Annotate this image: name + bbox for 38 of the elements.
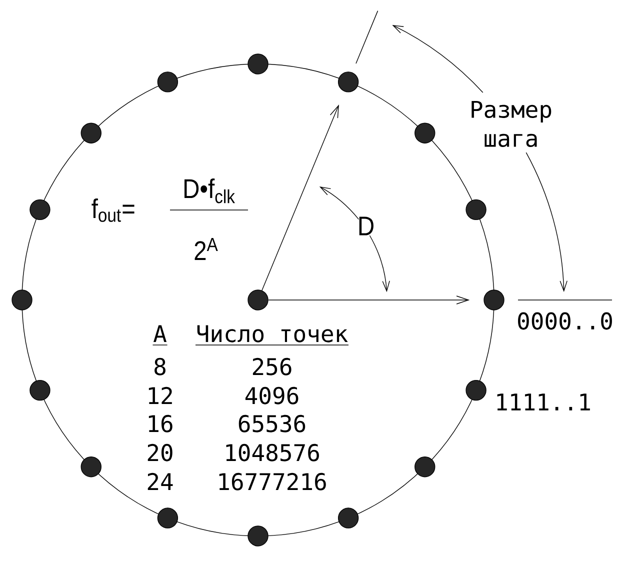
rim-dot: [484, 290, 504, 310]
formula-denominator: 2$^{A}$: [194, 238, 218, 260]
rim-dot: [466, 199, 486, 220]
dimension-label: D: [359, 216, 374, 236]
table-cell: 256: [252, 358, 292, 376]
value-label: 0000..0: [518, 312, 612, 330]
rim-dot: [30, 199, 50, 220]
rim-dot: [80, 456, 102, 478]
table-header: Число точек: [195, 325, 349, 346]
table-cell: 12: [148, 386, 172, 404]
rim-dot: [414, 456, 436, 478]
rim-dot: [12, 290, 32, 310]
table-cell: 65536: [238, 414, 306, 432]
rim-dot: [30, 380, 50, 401]
table-header: A: [152, 325, 168, 346]
formula-numerator: D•f$_{clk}$: [184, 178, 235, 204]
rim-dot: [248, 54, 268, 74]
rim-dot: [414, 122, 436, 144]
arrow: [262, 104, 339, 291]
rim-dot: [338, 72, 359, 92]
rim-dot: [157, 508, 178, 528]
table-cell: 4096: [245, 386, 298, 404]
formula-text: f$_{out}$=: [92, 198, 134, 222]
rim-dot: [80, 122, 102, 144]
rim-dot: [466, 380, 486, 401]
table-cell: 24: [148, 472, 173, 490]
table-cell: 16: [148, 414, 172, 432]
table-cell: 8: [154, 358, 166, 376]
arrow: [268, 296, 470, 304]
rim-dot: [338, 508, 359, 528]
table-cell: 20: [148, 444, 172, 462]
center-dot: [248, 290, 268, 310]
table-cell: 1048576: [226, 444, 319, 462]
value-label: 1111..1: [497, 394, 590, 410]
rim-dot: [248, 526, 268, 546]
dimension-label: Размер шага: [472, 100, 552, 148]
rim-dot: [157, 72, 178, 92]
table-cell: 16777216: [219, 472, 326, 490]
